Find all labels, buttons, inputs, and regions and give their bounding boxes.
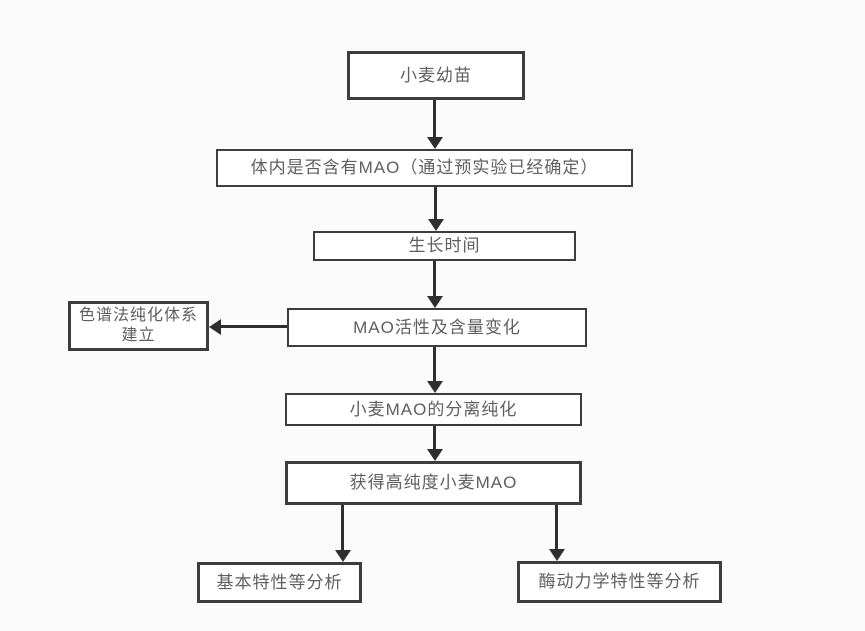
node-label: 色谱法纯化体系建立 xyxy=(78,307,198,344)
arrow-highpurity-to-basic-icon xyxy=(335,505,351,562)
node-wheat-seedling: 小麦幼苗 xyxy=(347,51,525,100)
node-chromatography-purification-system: 色谱法纯化体系建立 xyxy=(68,301,209,351)
arrow-separation-to-highpurity-icon xyxy=(427,426,443,461)
arrow-growth-to-activity-icon xyxy=(427,261,443,308)
node-label: 小麦幼苗 xyxy=(400,65,472,85)
node-label: 体内是否含有MAO（通过预实验已经确定） xyxy=(250,158,599,178)
arrow-shaft xyxy=(220,325,287,328)
arrow-shaft xyxy=(433,426,436,450)
arrow-activity-to-separation-icon xyxy=(427,347,443,393)
arrow-activity-to-chromatography-icon xyxy=(209,319,287,335)
arrow-shaft xyxy=(433,347,436,382)
node-label: 生长时间 xyxy=(408,236,481,256)
node-basic-properties-analysis: 基本特性等分析 xyxy=(197,562,362,603)
arrow-shaft xyxy=(434,187,437,220)
node-label: MAO活性及含量变化 xyxy=(353,317,521,337)
arrow-head xyxy=(549,549,565,561)
node-high-purity-wheat-mao: 获得高纯度小麦MAO xyxy=(285,461,582,505)
arrow-head xyxy=(335,550,351,562)
arrow-head xyxy=(209,319,221,335)
node-wheat-mao-separation-purification: 小麦MAO的分离纯化 xyxy=(285,393,582,426)
node-growth-time: 生长时间 xyxy=(313,231,576,261)
node-label: 获得高纯度小麦MAO xyxy=(349,473,518,493)
arrow-shaft xyxy=(555,505,558,550)
arrow-head xyxy=(427,381,443,393)
arrow-shaft xyxy=(341,505,344,551)
arrow-head xyxy=(427,449,443,461)
node-label: 基本特性等分析 xyxy=(216,572,343,592)
arrow-shaft xyxy=(433,261,436,297)
node-label: 酶动力学特性等分析 xyxy=(538,572,701,592)
arrow-seedling-to-presence-icon xyxy=(427,100,443,149)
node-mao-presence: 体内是否含有MAO（通过预实验已经确定） xyxy=(216,149,633,187)
arrow-shaft xyxy=(433,100,436,138)
arrow-highpurity-to-kinetics-icon xyxy=(549,505,565,561)
arrow-head xyxy=(427,296,443,308)
node-enzyme-kinetics-analysis: 酶动力学特性等分析 xyxy=(517,561,722,603)
arrow-head xyxy=(427,137,443,149)
arrow-head xyxy=(428,219,444,231)
node-mao-activity-content-change: MAO活性及含量变化 xyxy=(287,308,587,347)
node-label: 小麦MAO的分离纯化 xyxy=(349,399,518,419)
arrow-presence-to-growth-icon xyxy=(428,187,444,231)
